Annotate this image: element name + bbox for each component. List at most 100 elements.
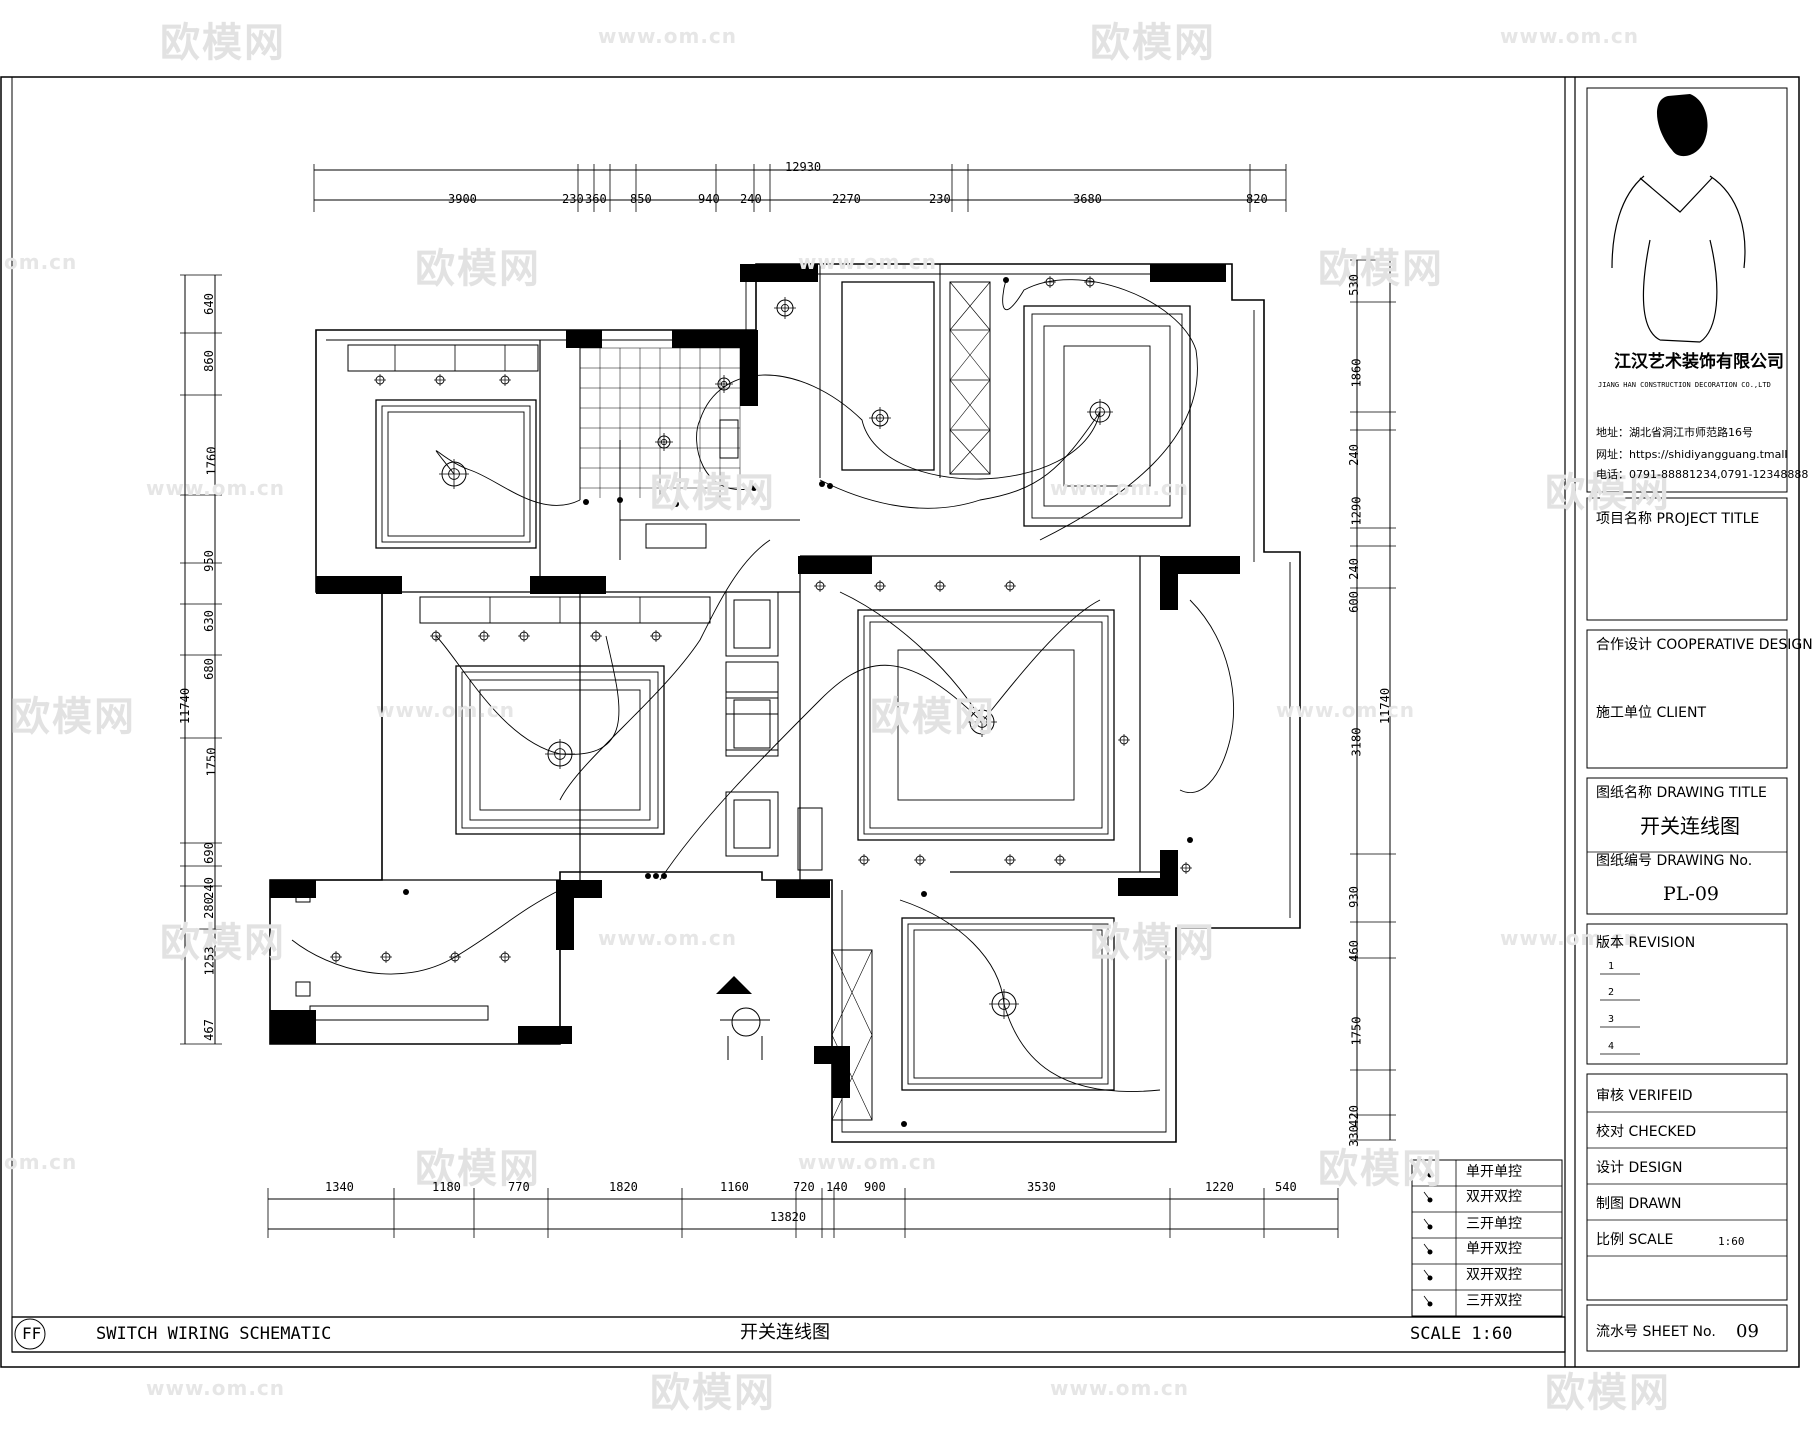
cabinet-strip [419,596,711,624]
wall-column [1150,264,1226,282]
design-label: 设计 DESIGN [1596,1160,1683,1176]
watermark-url: www.om.cn [146,476,286,500]
switch-point [819,481,825,487]
ceiling-frame [907,923,1109,1085]
dim-bottom: 900 [864,1180,886,1194]
dim-bottom: 770 [508,1180,530,1194]
client-label: 施工单位 CLIENT [1596,705,1707,721]
wall-column [1160,556,1240,574]
watermark-url: www.om.cn [798,250,938,274]
switch-wire [559,539,771,801]
title-signoff-box [1586,1073,1788,1301]
wall-column [1118,878,1164,896]
switch-point [645,873,651,879]
wall-column [556,880,574,950]
ceiling-frame [1031,313,1183,519]
dim-top: 360 [585,192,607,206]
ceiling-frame [469,679,651,821]
dim-left: 950 [201,550,216,572]
dim-left: 1253 [202,946,217,976]
watermark-url: om.cn [4,250,78,274]
title-project-box [1586,497,1788,621]
company-name: 江汉艺术装饰有限公司 [1614,352,1784,372]
watermark-brand: 欧模网 [650,1370,776,1416]
switch-point [661,873,667,879]
wall-column [740,330,758,406]
title-sheet-box [1586,1304,1788,1352]
company-address: 地址：湖北省洞江市师范路16号 [1596,426,1753,439]
drawing-frame [0,76,1800,1368]
dim-bottom: 1160 [720,1180,749,1194]
switch-wire [696,374,1101,491]
title-revision-box [1586,923,1788,1065]
legend-switch-stroke [1423,1191,1431,1201]
dim-bottom: 720 [793,1180,815,1194]
wall-column [776,880,830,898]
switch-point [1003,277,1009,283]
dim-bottom: 1180 [432,1180,461,1194]
revision-mark: 4 [1608,1041,1615,1052]
dim-left: 1760 [204,446,219,476]
watermark-brand: 欧模网 [160,920,286,966]
dim-bottom: 1220 [1205,1180,1234,1194]
ceiling-frame [375,399,537,549]
drawn-label: 制图 DRAWN [1596,1196,1682,1212]
watermark-brand: 欧模网 [160,20,286,66]
scale-label: 比例 SCALE [1596,1232,1674,1248]
dim-right: 600 [1346,591,1361,613]
verified-label: 审核 VERIFEID [1596,1088,1693,1104]
dim-top: 3900 [448,192,477,206]
dim-top: 230 [929,192,951,206]
dim-left: 467 [201,1019,216,1041]
cooperative-label: 合作设计 COOPERATIVE DESIGN [1596,637,1813,653]
wall-column [530,576,606,594]
dim-right: 240 [1346,444,1361,466]
switch-wire [1002,279,1198,541]
footer-code-badge [14,1318,46,1350]
title-logo-box [1586,87,1788,493]
appliance [719,419,739,459]
switch-wire [819,411,1101,509]
drawing-title: 开关连线图 [1640,814,1740,838]
dim-right: 1860 [1349,358,1364,388]
ceiling-frame [381,405,531,543]
switch-point [1187,837,1193,843]
watermark-brand: 欧模网 [870,694,996,740]
watermark-brand: 欧模网 [650,470,776,516]
ceiling-frame [913,929,1103,1079]
ceiling-frame [869,621,1103,829]
watermark-brand: 欧模网 [1545,470,1671,516]
revision-mark: 1 [1608,961,1615,972]
dim-top: 3680 [1073,192,1102,206]
watermark-url: www.om.cn [146,1376,286,1400]
ceiling-frame [387,411,525,537]
revision-mark: 3 [1608,1014,1615,1025]
wall-column [798,556,872,574]
ceiling-frame [863,615,1109,835]
wardrobe-cross [949,281,991,475]
legend-switch-stroke [1423,1243,1431,1253]
legend-label: 单开双控 [1466,1241,1522,1257]
dim-top-total: 12930 [785,160,822,174]
revision-label: 版本 REVISION [1596,935,1696,951]
footer-code: FF [22,1324,42,1343]
dim-bottom: 1820 [609,1180,638,1194]
switch-wire [659,664,983,881]
dim-left: 280 [201,897,216,919]
ceiling-niche [733,599,771,649]
wall-column [740,264,818,282]
wardrobe [949,281,991,475]
wall-column [270,880,316,898]
dim-right: 240 [1346,558,1361,580]
dim-right: 420 [1346,1105,1361,1127]
company-website: 网址：https://shidiyangguang.tmall [1596,448,1788,461]
dim-top: 850 [630,192,652,206]
switch-point [901,1121,907,1127]
person-figure-icon [731,1007,761,1037]
sheet-no-label: 流水号 SHEET No. [1596,1324,1716,1340]
title-design-box [1586,629,1788,769]
counter [309,1005,489,1021]
sheet-no: 09 [1736,1321,1759,1342]
company-phone: 电话：0791-88881234,0791-12348888 [1596,468,1809,481]
